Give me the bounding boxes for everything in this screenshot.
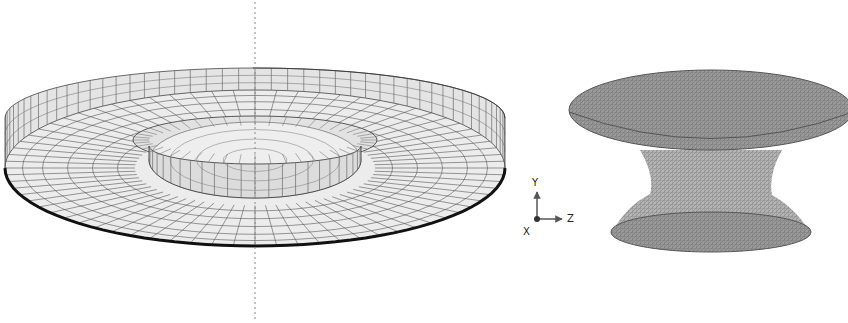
axis-line bbox=[255, 2, 256, 321]
axis-label: Y bbox=[532, 178, 538, 188]
deformed-mesh bbox=[569, 70, 848, 252]
axis-label: Z bbox=[567, 214, 574, 224]
axis-label: X bbox=[523, 227, 530, 237]
axis-triad bbox=[534, 192, 562, 222]
